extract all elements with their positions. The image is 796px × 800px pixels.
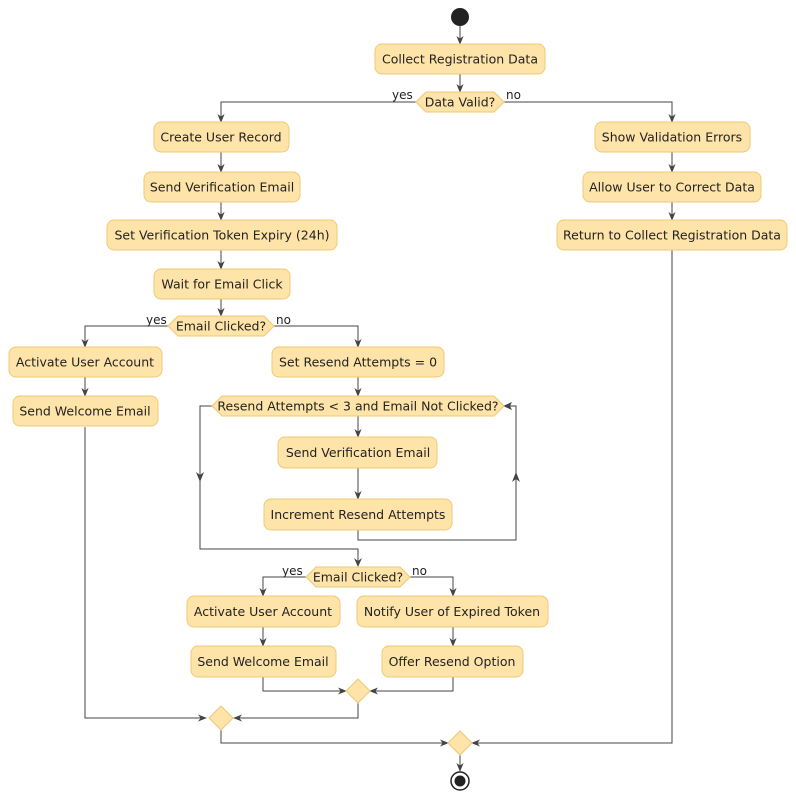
activity-show-validation-errors: Show Validation Errors [594, 121, 751, 153]
guard-yes: yes [282, 564, 303, 578]
activity-label: Notify User of Expired Token [364, 604, 540, 619]
edge-email1-no [274, 325, 362, 348]
activity-label: Show Validation Errors [602, 130, 742, 145]
activity-collect-registration-data: Collect Registration Data [374, 43, 546, 75]
edge-loopback-up-arrow [512, 472, 520, 482]
guard-no: no [412, 564, 427, 578]
activity-return-to-collect: Return to Collect Registration Data [556, 219, 788, 251]
merge-node-inner [345, 678, 371, 704]
edge-increment-loopback [357, 405, 517, 541]
activity-set-token-expiry: Set Verification Token Expiry (24h) [106, 219, 338, 251]
edge-email1-yes [81, 325, 168, 348]
activity-offer-resend-option: Offer Resend Option [381, 645, 524, 678]
edge-welcome1-to-merge [84, 427, 207, 722]
activity-label: Increment Resend Attempts [271, 507, 446, 522]
activity-label: Send Welcome Email [197, 654, 328, 669]
decision-data-valid: Data Valid? [415, 91, 505, 113]
guard-yes: yes [392, 88, 413, 102]
activity-create-user-record: Create User Record [153, 121, 290, 153]
activity-notify-expired-token: Notify User of Expired Token [356, 595, 549, 628]
guard-no: no [506, 88, 521, 102]
start-node [451, 8, 469, 26]
edges [81, 26, 676, 772]
edge-return-to-final-merge [471, 250, 673, 747]
edge-welcome2-to-merge [262, 677, 347, 695]
edge-email2-yes [259, 576, 306, 597]
guard-yes: yes [146, 313, 167, 327]
activity-increment-resend-attempts: Increment Resend Attempts [263, 498, 453, 531]
decision-label: Email Clicked? [176, 319, 266, 334]
edge-loop-exit [199, 405, 359, 565]
decision-label: Email Clicked? [313, 570, 403, 585]
edge-email2-no [410, 576, 457, 597]
activity-send-verification-email-1: Send Verification Email [143, 171, 301, 203]
activity-label: Send Verification Email [286, 445, 430, 460]
merge-node-outer [208, 705, 234, 731]
edge-data-valid-yes [217, 101, 416, 123]
decision-email-clicked-1: Email Clicked? [167, 315, 275, 337]
activity-label: Offer Resend Option [389, 654, 516, 669]
activity-label: Collect Registration Data [382, 52, 538, 67]
activity-label: Create User Record [160, 130, 281, 145]
activity-activate-user-account-2: Activate User Account [186, 595, 341, 628]
activity-allow-correct-data: Allow User to Correct Data [582, 171, 762, 203]
edge-loopback-arrow-tip [503, 402, 512, 410]
activity-label: Activate User Account [194, 604, 332, 619]
edge-offer-to-merge [369, 677, 454, 695]
activity-label: Wait for Email Click [161, 277, 283, 292]
decision-email-clicked-2: Email Clicked? [305, 566, 411, 588]
edge-merge-to-final-merge [220, 730, 449, 747]
activity-label: Allow User to Correct Data [589, 180, 755, 195]
decision-label: Resend Attempts < 3 and Email Not Clicke… [217, 399, 498, 414]
activity-send-welcome-email-2: Send Welcome Email [190, 645, 337, 678]
activity-send-welcome-email-1: Send Welcome Email [12, 395, 159, 427]
activity-label: Activate User Account [16, 355, 154, 370]
end-node [450, 771, 470, 791]
activity-wait-for-email-click: Wait for Email Click [153, 268, 291, 300]
activity-label: Return to Collect Registration Data [563, 228, 781, 243]
activity-label: Set Resend Attempts = 0 [279, 355, 437, 370]
activity-send-verification-email-2: Send Verification Email [277, 436, 438, 469]
edge-merge-inner-to-merge [233, 703, 359, 722]
edge-loop-exit-down-arrow [196, 472, 204, 482]
edge-loop-exit-arrow-tip [354, 558, 362, 567]
activity-activate-user-account-1: Activate User Account [8, 346, 163, 378]
merge-node-final [447, 730, 473, 756]
activity-label: Set Verification Token Expiry (24h) [114, 228, 329, 243]
decision-resend-loop: Resend Attempts < 3 and Email Not Clicke… [211, 395, 505, 417]
decision-label: Data Valid? [425, 95, 496, 110]
activity-label: Send Welcome Email [19, 404, 150, 419]
activity-label: Send Verification Email [150, 180, 294, 195]
guard-no: no [276, 313, 291, 327]
edge-data-valid-no [504, 101, 676, 123]
activity-set-resend-attempts: Set Resend Attempts = 0 [271, 346, 445, 378]
